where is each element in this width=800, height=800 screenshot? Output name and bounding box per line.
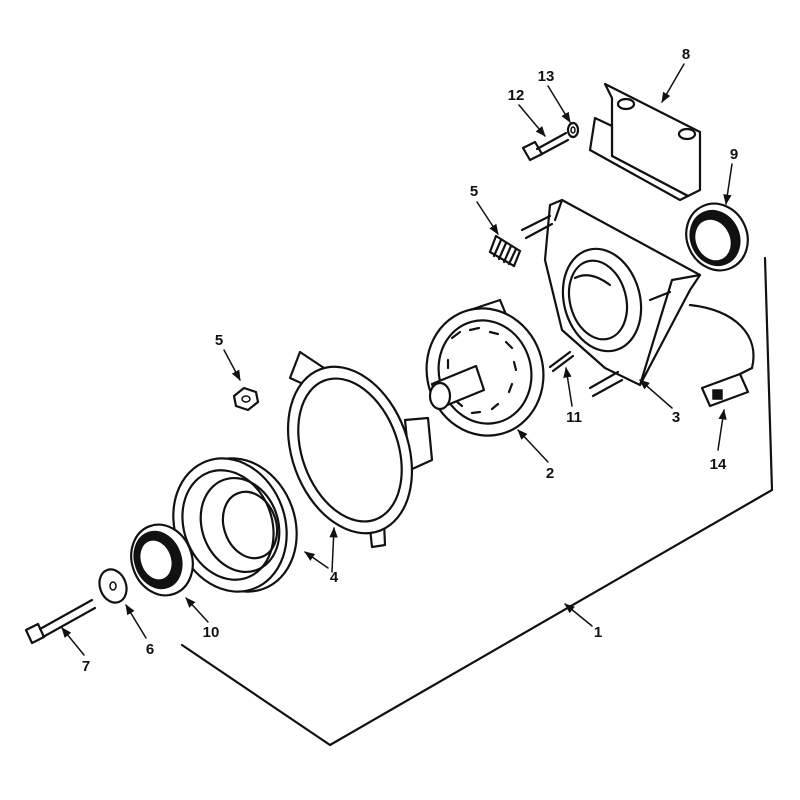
part-bolt-12	[521, 131, 570, 162]
callout-4: 4	[330, 569, 339, 586]
callout-14: 14	[710, 456, 727, 473]
callout-10: 10	[203, 624, 220, 641]
callout-6: 6	[146, 641, 154, 658]
part-connector	[700, 366, 754, 408]
part-spring	[488, 234, 522, 268]
part-washer-13	[566, 121, 580, 139]
callout-7: 7	[82, 658, 90, 675]
part-housing	[520, 198, 755, 398]
callout-5-nut: 5	[215, 332, 223, 349]
part-hub	[425, 298, 545, 437]
callout-9: 9	[730, 146, 738, 163]
callout-8: 8	[682, 46, 690, 63]
assembly-bracket-line	[180, 256, 774, 747]
callout-2: 2	[546, 465, 554, 482]
part-pulley	[172, 457, 298, 593]
part-bolt-7	[24, 598, 97, 645]
part-nut	[232, 386, 260, 412]
callout-11: 11	[566, 409, 582, 426]
callout-13: 13	[538, 68, 555, 85]
callout-3: 3	[672, 409, 680, 426]
callout-labels: 1 2 3 4 5 5 6 7 8 9 10 11 12 13 14	[82, 46, 738, 675]
callout-1: 1	[594, 624, 602, 641]
part-bearing-10	[130, 523, 194, 597]
leader-lines	[61, 63, 733, 656]
part-bracket-ring	[286, 350, 434, 549]
part-pin	[548, 350, 575, 373]
part-bearing-9	[685, 202, 749, 272]
callout-5-spring: 5	[470, 183, 478, 200]
part-washer-6	[98, 568, 128, 604]
callout-12: 12	[508, 87, 525, 104]
part-mounting-bracket	[588, 82, 702, 202]
